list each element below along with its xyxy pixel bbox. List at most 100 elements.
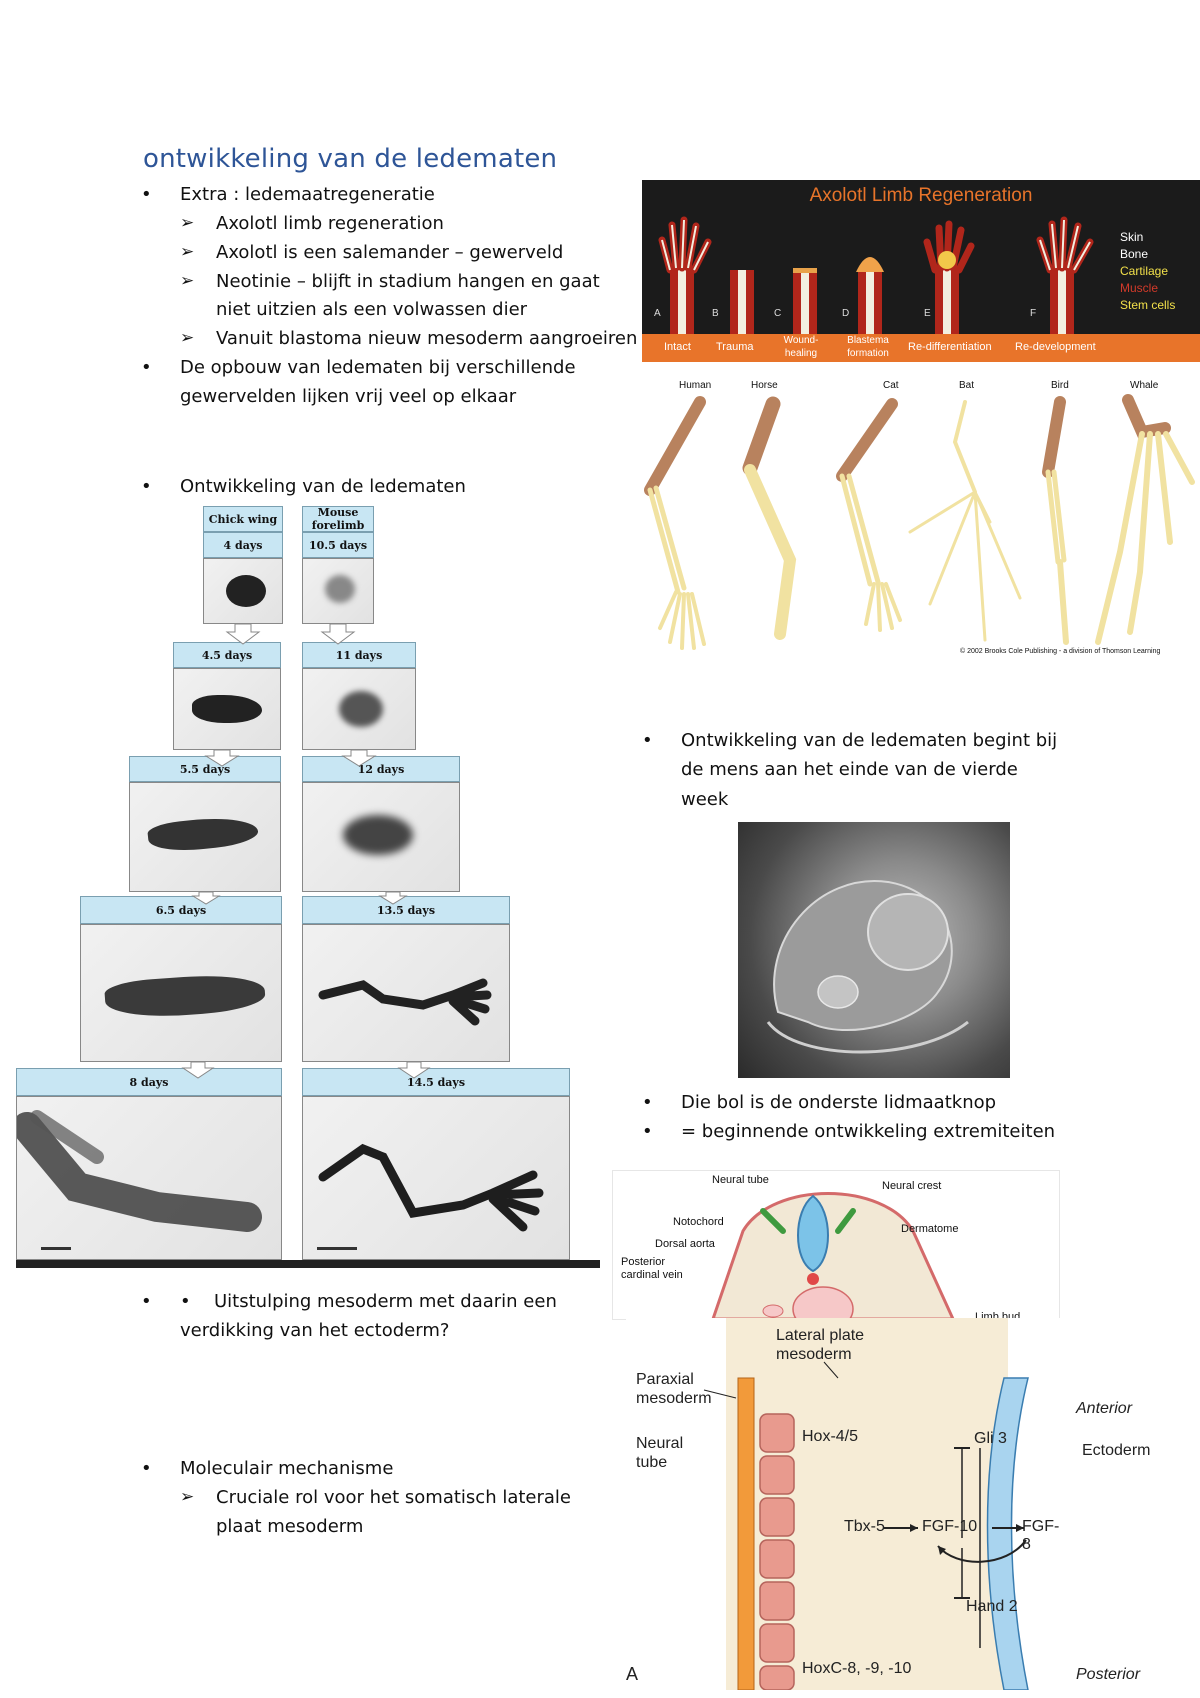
limb-skeletons [644,394,1195,650]
cross-section-diagram: Neural tube Neural crest Notochord Derma… [612,1170,1060,1320]
label-panel-a: A [626,1664,639,1684]
arrow-bullet-icon: ➢ [180,213,195,233]
bullet-begint-line3: week [681,789,729,810]
stage-intact: Intact [664,341,691,353]
bullet-moleculair: Moleculair mechanisme [180,1458,394,1479]
legend-cartilage: Cartilage [1120,264,1169,278]
label-paraxial-mesoderm: Paraxial mesoderm [636,1371,712,1407]
bullet-opbouw-line2: gewervelden lijken vrij veel op elkaar [180,386,517,407]
sub-cruciale-line1: Cruciale rol voor het somatisch laterale [216,1487,571,1508]
molecular-diagram-shapes [703,1361,1029,1690]
embryo-photo [80,924,282,1062]
day-label-chick: 4 days [203,532,283,558]
bullet-begint-line2: de mens aan het einde van de vierde [681,759,1018,780]
bullet-dot: • [141,184,152,205]
embryo-photo [302,1096,570,1260]
bullet-bol: Die bol is de onderste lidmaatknop [681,1092,997,1113]
header-chick-wing: Chick wing [203,506,283,532]
embryo-photo [302,782,460,892]
arrow-bullet-icon: ➢ [180,1487,195,1507]
label-neural-tube: Neural tube [712,1174,769,1186]
day-label-chick: 5.5 days [129,756,281,782]
bullet-dot: • [642,1092,653,1113]
stage-redevelopment: Re-development [1015,341,1096,353]
day-label-chick: 4.5 days [173,642,281,668]
label-hox45: Hox-4/5 [802,1428,859,1445]
legend-stem-cells: Stem cells [1120,298,1176,312]
label-dorsal-aorta: Dorsal aorta [655,1238,715,1250]
embryo-photo [16,1096,282,1260]
figure-bottom-bar [16,1260,600,1268]
stage-blastema: Blastema formation [847,335,889,359]
embryo-photo [302,558,374,624]
day-label-mouse: 10.5 days [302,532,374,558]
molecular-diagram: Lateral plate mesoderm Paraxial mesoderm… [626,1318,1066,1690]
label-tbx5: Tbx-5 [844,1518,885,1535]
sub-axolotl-salamander: Axolotl is een salemander – gewerveld [216,242,564,263]
arrow-bullet-icon: ➢ [180,328,195,348]
axolotl-title: Axolotl Limb Regeneration [809,185,1033,206]
bullet-dot: • [141,1291,152,1312]
comparative-limbs-figure: Human Horse Cat Bat Bird Whale © 2002 Br… [630,372,1200,664]
header-mouse-forelimb: Mouse forelimb [302,506,374,532]
label-fgf8: FGF-8 [1022,1518,1060,1553]
bullet-dot: • [141,1458,152,1479]
arrow-bullet-icon: ➢ [180,271,195,291]
stage-bar: Intact Trauma Wound- healing Blastema fo… [642,334,1200,362]
arrow-bullet-icon: ➢ [180,242,195,262]
label-dermatome: Dermatome [901,1223,959,1235]
bullet-uitstulping-line1: Uitstulping mesoderm met daarin een [214,1291,557,1312]
embryo-photo [129,782,281,892]
embryo-photo [302,668,416,750]
embryo-photo [302,924,510,1062]
panel-letter-d: D [842,308,850,319]
label-fgf10: FGF-10 [922,1518,978,1535]
embryo-sem-photo [738,822,1010,1078]
bullet-dot: • [141,476,152,497]
axolotl-figure: Axolotl Limb Regeneration A B C D E F [642,180,1200,362]
embryo-series-figure: Chick wing Mouse forelimb 4 days 10.5 da… [16,506,600,1268]
bullet-extra: Extra : ledemaatregeneratie [180,184,435,205]
label-gli3: Gli 3 [974,1430,1007,1447]
bullet-opbouw-line1: De opbouw van ledematen bij verschillend… [180,357,576,378]
label-notochord: Notochord [673,1216,724,1228]
panel-letter-a: A [654,308,661,319]
animal-cat: Cat [883,380,899,391]
label-posterior: Posterior [1076,1666,1141,1683]
panel-letter-b: B [712,308,719,319]
legend-skin: Skin [1120,230,1144,244]
label-anterior: Anterior [1076,1400,1133,1417]
bullet-dot: • [180,1291,191,1312]
animal-horse: Horse [751,380,778,391]
sub-neotinie-line2: niet uitzien als een volwassen dier [216,299,528,320]
bullet-dot: • [141,357,152,378]
label-neural-tube: Neural tube [636,1435,684,1471]
panel-letter-e: E [924,308,931,319]
label-posterior-cardinal-vein: Posterior cardinal vein [621,1256,683,1281]
label-hoxc: HoxC-8, -9, -10 [802,1660,912,1677]
label-hand2: Hand 2 [966,1598,1018,1615]
figure-credit: © 2002 Brooks Cole Publishing - a divisi… [960,648,1161,655]
animal-bat: Bat [959,380,975,391]
animal-bird: Bird [1051,380,1069,391]
bullet-ontwikkeling: Ontwikkeling van de ledematen [180,476,466,497]
label-neural-crest: Neural crest [882,1180,942,1192]
animal-human: Human [679,380,712,391]
legend-muscle: Muscle [1120,281,1159,295]
sub-blastoma: Vanuit blastoma nieuw mesoderm aangroeir… [216,328,638,349]
bullet-begint-line1: Ontwikkeling van de ledematen begint bij [681,730,1058,751]
stage-redifferentiation: Re-differentiation [908,341,992,353]
panel-letter-c: C [774,308,782,319]
embryo-photo [203,558,283,624]
sub-axolotl-regeneration: Axolotl limb regeneration [216,213,444,234]
sub-cruciale-line2: plaat mesoderm [216,1516,364,1537]
embryo-photo [173,668,281,750]
stage-trauma: Trauma [716,341,754,353]
bullet-dot: • [642,1121,653,1142]
axolotl-limb-drawings [658,216,1094,345]
day-label-mouse: 12 days [302,756,460,782]
axolotl-legend: Skin Bone Cartilage Muscle Stem cells [1120,229,1175,314]
legend-bone: Bone [1120,247,1149,261]
day-label-mouse: 11 days [302,642,416,668]
animal-whale: Whale [1130,380,1159,391]
